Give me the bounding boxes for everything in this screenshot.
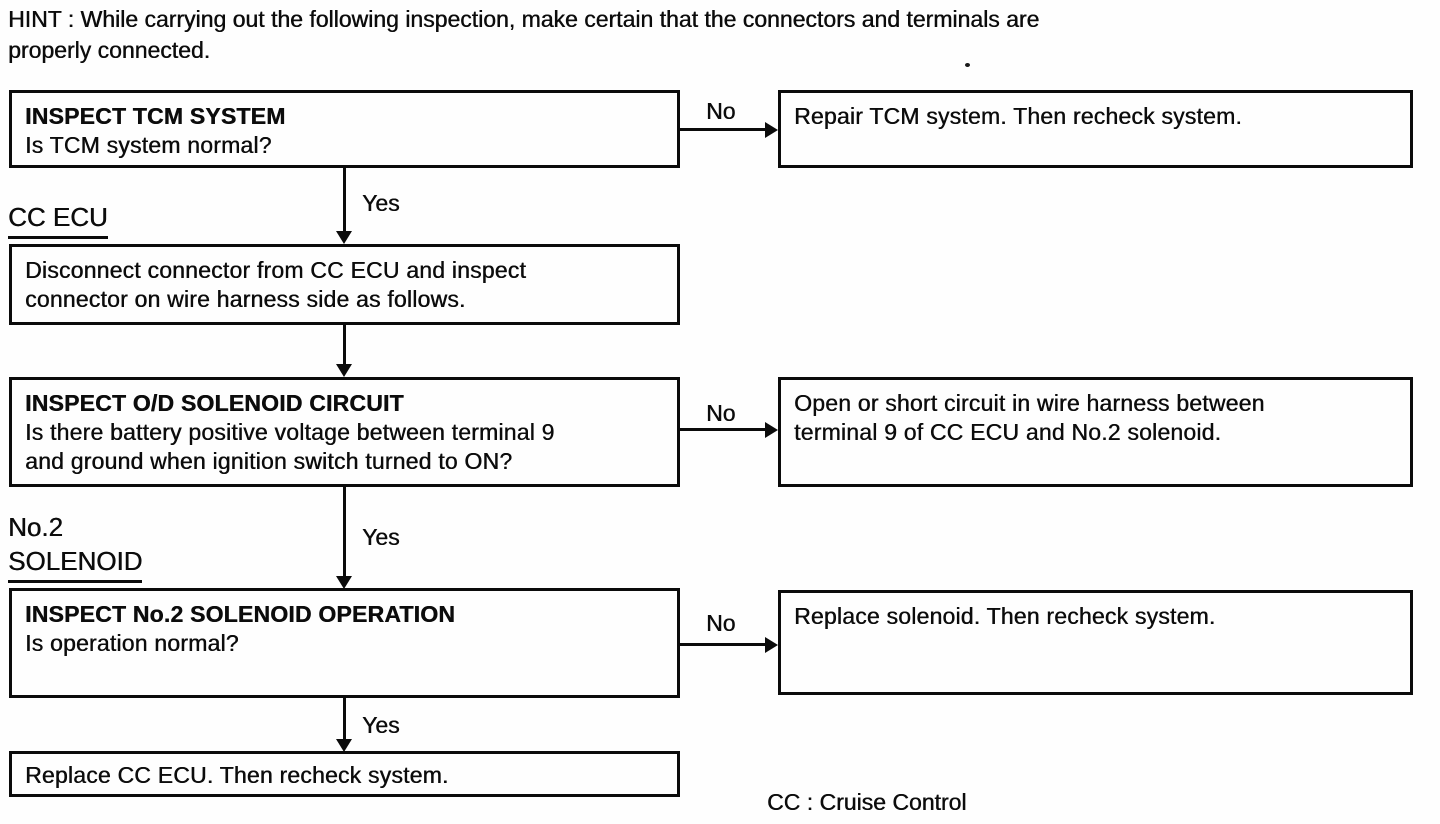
step-box-disconnect-connector: Disconnect connector from CC ECU and ins… xyxy=(9,244,680,325)
step-question-line-1: Is there battery positive voltage betwee… xyxy=(25,419,555,445)
hint-text: HINT : While carrying out the following … xyxy=(8,4,1318,66)
result-text: Repair TCM system. Then recheck system. xyxy=(794,103,1242,129)
result-box-replace-solenoid: Replace solenoid. Then recheck system. xyxy=(778,590,1413,695)
result-box-repair-tcm: Repair TCM system. Then recheck system. xyxy=(778,90,1413,168)
step-title: INSPECT No.2 SOLENOID OPERATION xyxy=(25,601,456,627)
arrow-right-icon xyxy=(765,122,778,138)
branch-label-no-2: No xyxy=(706,400,736,426)
result-line-2: terminal 9 of CC ECU and No.2 solenoid. xyxy=(794,419,1222,445)
step-box-inspect-tcm-system: INSPECT TCM SYSTEM Is TCM system normal? xyxy=(9,90,680,168)
part-label-cc-ecu: CC ECU xyxy=(8,200,108,239)
flow-connector-yes-2 xyxy=(343,487,346,579)
branch-label-no-3: No xyxy=(706,610,736,636)
flow-connector-no-3 xyxy=(680,643,768,646)
arrow-down-icon xyxy=(336,231,352,244)
result-text: Replace solenoid. Then recheck system. xyxy=(794,603,1216,629)
arrow-right-icon xyxy=(765,422,778,438)
part-label-line-2: SOLENOID xyxy=(8,544,143,583)
flow-connector-no-2 xyxy=(680,428,768,431)
step-line-1: Disconnect connector from CC ECU and ins… xyxy=(25,257,526,283)
step-box-inspect-od-solenoid-circuit: INSPECT O/D SOLENOID CIRCUIT Is there ba… xyxy=(9,377,680,487)
arrow-down-icon xyxy=(336,576,352,589)
step-box-replace-cc-ecu: Replace CC ECU. Then recheck system. xyxy=(9,751,680,797)
hint-line-2: properly connected. xyxy=(8,37,211,63)
branch-label-no-1: No xyxy=(706,98,736,124)
part-label-line-1: No.2 xyxy=(8,512,63,542)
result-line-1: Open or short circuit in wire harness be… xyxy=(794,390,1265,416)
step-title: INSPECT O/D SOLENOID CIRCUIT xyxy=(25,390,404,416)
arrow-down-icon xyxy=(336,739,352,752)
arrow-down-icon xyxy=(336,364,352,377)
step-line-2: connector on wire harness side as follow… xyxy=(25,286,466,312)
step-text: Replace CC ECU. Then recheck system. xyxy=(25,762,449,788)
step-title: INSPECT TCM SYSTEM xyxy=(25,103,286,129)
flow-connector-no-1 xyxy=(678,128,768,131)
arrow-right-icon xyxy=(765,637,778,653)
part-label-no2-solenoid: No.2 SOLENOID xyxy=(8,510,143,583)
hint-line-1: HINT : While carrying out the following … xyxy=(8,6,1040,32)
result-box-open-short-circuit: Open or short circuit in wire harness be… xyxy=(778,377,1413,487)
step-box-inspect-no2-solenoid-operation: INSPECT No.2 SOLENOID OPERATION Is opera… xyxy=(9,588,680,698)
flow-connector-2 xyxy=(343,325,346,367)
step-question: Is TCM system normal? xyxy=(25,132,272,158)
branch-label-yes-1: Yes xyxy=(362,190,400,216)
flow-connector-yes-3 xyxy=(343,698,346,742)
branch-label-yes-2: Yes xyxy=(362,524,400,550)
scan-speck xyxy=(965,63,970,67)
step-question: Is operation normal? xyxy=(25,630,239,656)
footnote-cc-definition: CC : Cruise Control xyxy=(767,789,967,815)
part-label-text: CC ECU xyxy=(8,200,108,239)
step-question-line-2: and ground when ignition switch turned t… xyxy=(25,448,513,474)
flow-connector-yes-1 xyxy=(343,168,346,234)
branch-label-yes-3: Yes xyxy=(362,712,400,738)
